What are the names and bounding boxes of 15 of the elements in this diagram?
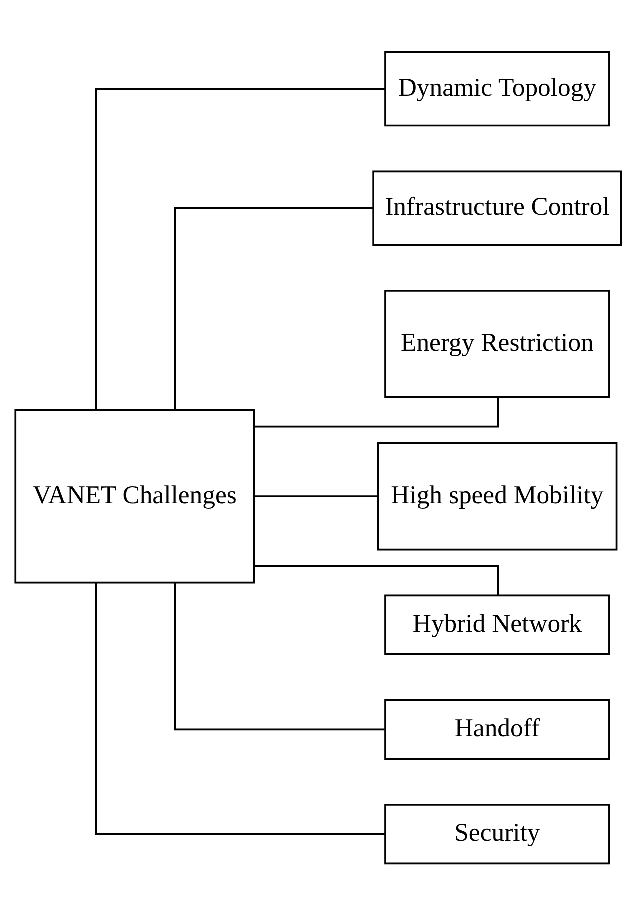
connector xyxy=(174,582,385,730)
node-box: Handoff xyxy=(384,698,610,760)
connector xyxy=(174,206,374,410)
connector xyxy=(95,88,386,410)
connector xyxy=(254,495,378,497)
node-box: Security xyxy=(384,804,610,864)
node-box: Hybrid Network xyxy=(384,594,610,655)
connector xyxy=(254,564,500,594)
connector xyxy=(254,396,500,428)
node-box: VANET Challenges xyxy=(14,408,256,584)
node-box: Energy Restriction xyxy=(384,290,610,398)
connector xyxy=(95,583,386,835)
node-box: Dynamic Topology xyxy=(384,50,610,126)
node-box: Infrastructure Control xyxy=(372,170,622,246)
node-box: High speed Mobility xyxy=(377,442,618,550)
